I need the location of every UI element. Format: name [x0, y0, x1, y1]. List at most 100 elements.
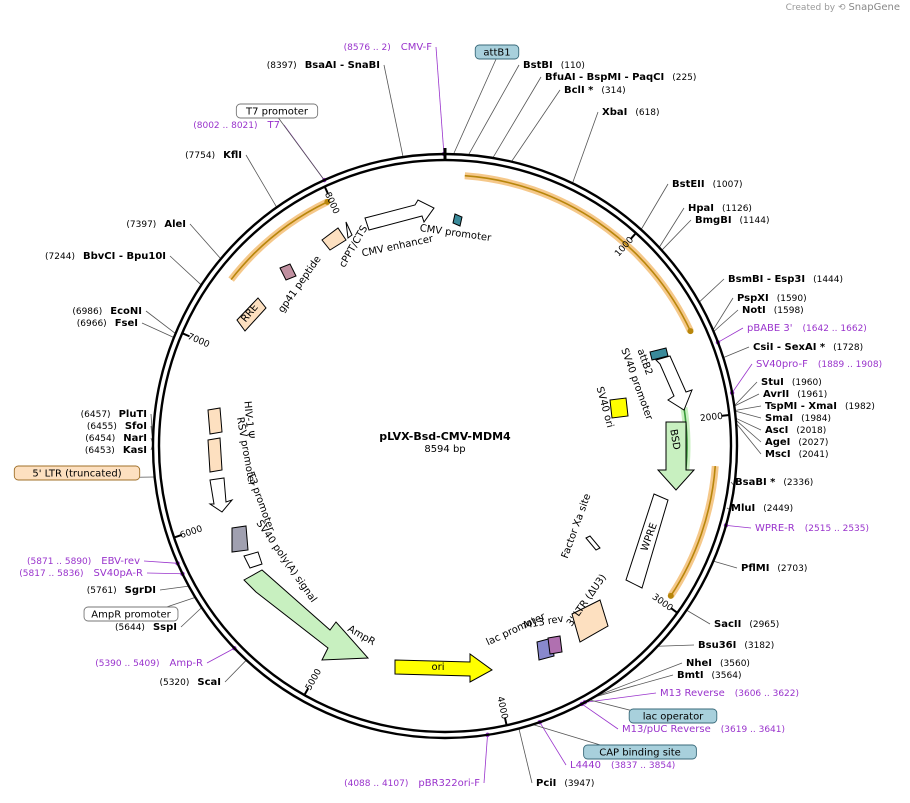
site-coord: (5761)	[87, 586, 117, 596]
boxed-label: CAP binding site	[599, 748, 681, 759]
site-label: BsaBI *(2336)	[735, 477, 813, 488]
site-label: BstBI(110)	[523, 60, 585, 71]
site-coord: (1982)	[845, 402, 875, 412]
backbone-ring	[151, 148, 739, 740]
primer-coord: (4088 .. 4107)	[344, 779, 408, 789]
site-label: (7397)AleI	[126, 219, 186, 230]
wpre-box	[625, 493, 669, 589]
site-leader	[594, 662, 683, 697]
primer-name: CMV-F	[401, 42, 432, 53]
ring-tick	[670, 607, 678, 614]
primer-leader	[206, 647, 235, 664]
ring-tick	[323, 186, 329, 195]
site-name: PciI	[536, 778, 556, 789]
site-coord: (1444)	[813, 275, 843, 285]
primer-leader	[717, 327, 744, 343]
boxed-label-bg	[628, 708, 718, 724]
site-leader	[145, 310, 176, 334]
site-label: (6453)KasI	[85, 445, 147, 456]
site-name: AvrII	[763, 389, 789, 400]
site-name: AgeI	[765, 437, 790, 448]
site-leader	[734, 405, 762, 411]
site-label: (6986)EcoNI	[72, 306, 142, 317]
arc-RRE-orange	[230, 201, 328, 281]
feature-label: gp41 peptide	[276, 254, 323, 315]
feature-shapes	[207, 199, 696, 683]
site-name: SacII	[714, 619, 741, 630]
site-leader	[468, 64, 520, 156]
boxed-label-bg	[235, 103, 319, 119]
boxed-label-bg	[583, 744, 697, 760]
primer-coord: (1642 .. 1662)	[803, 324, 867, 334]
site-name: BclI *	[564, 85, 594, 96]
factorxa-mark	[585, 535, 601, 551]
boxed-label-bg	[474, 44, 520, 60]
site-name: BsaBI *	[735, 477, 776, 488]
site-coord: (225)	[672, 73, 696, 83]
site-leader	[713, 560, 738, 569]
site-name: MluI	[731, 503, 755, 514]
feature-label: BSD	[667, 428, 681, 451]
site-name: BsmBI - Esp3I	[728, 274, 805, 285]
site-label: (8397)BsaAI - SnaBI	[267, 60, 380, 71]
ring-tick	[303, 687, 310, 696]
site-label: TspMI - XmaI(1982)	[765, 401, 875, 412]
site-label: AgeI(2027)	[765, 437, 828, 448]
site-label: (5644)SspI	[115, 622, 177, 633]
site-name: AleI	[164, 219, 186, 230]
site-label: BmtI(3564)	[677, 670, 741, 681]
primer-coord: (3619 .. 3641)	[721, 725, 785, 735]
site-name: PflMI	[741, 563, 769, 574]
primer-leader	[731, 363, 753, 394]
primer-label: WPRE-R(2515 .. 2535)	[755, 523, 869, 534]
feature-label: HIV-1 Ψ	[241, 400, 255, 439]
site-label: MscI(2041)	[765, 449, 829, 460]
site-coord: (618)	[635, 108, 659, 118]
primer-coord: (5390 .. 5409)	[95, 659, 159, 669]
site-name: BstBI	[523, 60, 553, 71]
site-coord: (1144)	[740, 216, 770, 226]
credit-prefix: Created by	[785, 3, 836, 13]
primer-leader	[584, 692, 657, 703]
ring-tick-label: 6000	[179, 524, 204, 541]
site-label: (7244)BbvCI - Bpu10I	[45, 251, 166, 262]
site-name: BfuAI - BspMI - PaqCI	[545, 72, 664, 83]
sv40-promoter-arrow	[655, 355, 693, 411]
plasmid-name: pLVX-Bsd-CMV-MDM4	[379, 430, 511, 443]
primer-name: M13 Reverse	[660, 688, 725, 699]
site-label: StuI(1960)	[761, 377, 822, 388]
site-label: CsiI - SexAI *(1728)	[753, 342, 863, 353]
primer-label: M13/pUC Reverse (3619 .. 3641)	[622, 724, 785, 735]
primer-name: M13/pUC Reverse	[622, 724, 711, 735]
site-coord: (1126)	[722, 204, 752, 214]
ring-tick	[503, 717, 508, 726]
ring-tick	[721, 414, 730, 417]
primer-coord: (8576 .. 2)	[344, 43, 391, 53]
site-coord: (2965)	[749, 620, 779, 630]
primer-name: pBABE 3'	[747, 323, 793, 334]
box-leader	[453, 56, 498, 155]
cppt-box	[321, 227, 347, 251]
site-label: PflMI(2703)	[741, 563, 807, 574]
site-coord: (7754)	[185, 151, 215, 161]
cppt-arrow	[345, 221, 353, 239]
site-coord: (5644)	[115, 623, 145, 633]
feature-label: Factor Xa site	[560, 492, 594, 560]
site-label: PciI(3947)	[536, 778, 594, 789]
site-coord: (1007)	[713, 180, 743, 190]
site-label: (6966)FseI	[77, 318, 138, 329]
site-leader	[593, 674, 674, 698]
site-coord: (6986)	[72, 307, 102, 317]
site-label: AvrII(1961)	[763, 389, 827, 400]
site-leader	[169, 255, 202, 286]
site-name: PspXI	[737, 293, 769, 304]
site-leader	[657, 644, 695, 647]
cmv-enhancer-arrow	[364, 199, 435, 231]
site-name: BmgBI	[695, 215, 732, 226]
primer-label: (5871 .. 5890)EBV-rev	[27, 556, 140, 567]
site-coord: (7244)	[45, 252, 75, 262]
primer-name: SV40pA-R	[94, 568, 143, 579]
m13rev-box	[547, 635, 563, 655]
bsd-arrow	[656, 421, 696, 491]
site-coord: (3182)	[744, 641, 774, 651]
